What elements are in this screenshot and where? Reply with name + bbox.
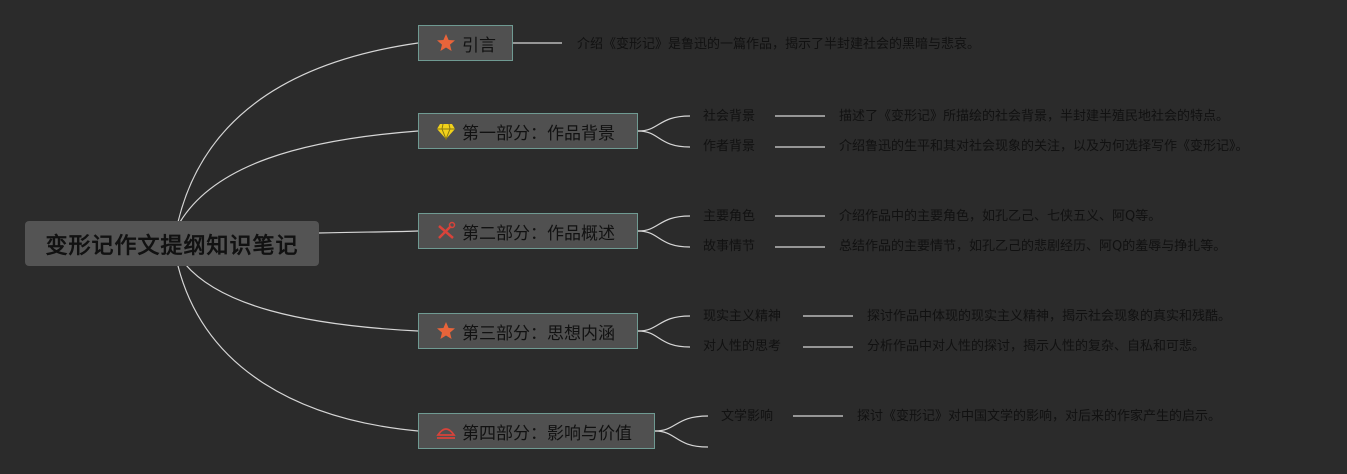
hill-icon [436,421,456,441]
desc-text: 探讨《变形记》对中国文学的影响，对后来的作家产生的启示。 [857,409,1222,424]
branch-node-intro[interactable]: 引言 [418,25,513,61]
sub-topic-label[interactable]: 故事情节 [703,239,756,254]
sub-topic-label[interactable]: 社会背景 [703,109,756,124]
root-node-label: 变形记作文提纲知识笔记 [45,233,299,259]
desc-text: 分析作品中对人性的探讨，揭示人性的复杂、自私和可悲。 [867,339,1206,354]
root-link [179,130,419,223]
branch-label: 第二部分：作品概述 [462,223,615,244]
star-icon [436,321,456,341]
fork-link [654,430,709,448]
fork-link [637,330,691,348]
star-icon [436,33,456,53]
fork-link [637,130,691,148]
branch-label: 第一部分：作品背景 [462,123,615,144]
branch-node-background[interactable]: 第一部分：作品背景 [418,113,638,149]
branch-node-ideas[interactable]: 第三部分：思想内涵 [418,313,638,349]
fork-link [637,230,691,248]
root-link [184,263,419,332]
root-link [317,230,419,234]
tools-icon [436,221,456,241]
branch-node-overview[interactable]: 第二部分：作品概述 [418,213,638,249]
fork-link [654,415,709,432]
fork-link [637,215,691,232]
root-link [177,265,419,432]
desc-text: 总结作品的主要情节，如孔乙己的悲剧经历、阿Q的羞辱与挣扎等。 [839,239,1227,254]
diamond-icon [436,121,456,141]
branch-label: 第四部分：影响与价值 [462,423,632,444]
root-node[interactable]: 变形记作文提纲知识笔记 [25,221,319,266]
sub-topic-label[interactable]: 作者背景 [703,139,756,154]
branch-node-influence[interactable]: 第四部分：影响与价值 [418,413,655,449]
desc-text: 探讨作品中体现的现实主义精神，揭示社会现象的真实和残酷。 [867,309,1232,324]
desc-text: 介绍鲁迅的生平和其对社会现象的关注，以及为何选择写作《变形记》。 [839,139,1249,154]
branch-label: 第三部分：思想内涵 [462,323,615,344]
sub-topic-label[interactable]: 对人性的思考 [703,339,782,354]
branch-label: 引言 [462,35,496,56]
desc-text: 描述了《变形记》所描绘的社会背景，半封建半殖民地社会的特点。 [839,109,1230,124]
desc-text: 介绍作品中的主要角色，如孔乙己、七侠五义、阿Q等。 [839,209,1162,224]
fork-link [637,115,691,132]
sub-topic-label[interactable]: 现实主义精神 [703,309,782,324]
desc-text: 介绍《变形记》是鲁迅的一篇作品，揭示了半封建社会的黑暗与悲哀。 [577,37,981,52]
fork-link [637,315,691,332]
root-link [177,42,419,223]
sub-topic-label[interactable]: 主要角色 [703,209,756,224]
sub-topic-label[interactable]: 文学影响 [721,409,774,424]
